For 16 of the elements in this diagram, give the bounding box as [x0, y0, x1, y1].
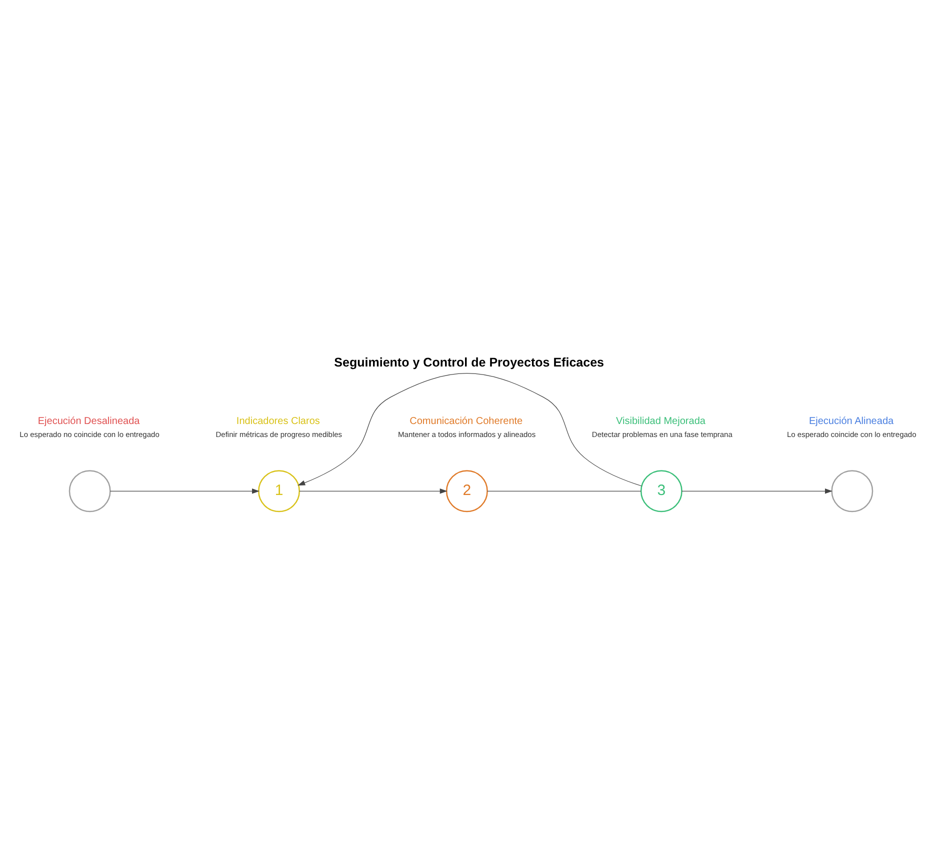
arrow	[298, 372, 642, 486]
node-label: Ejecución Desalineada	[38, 416, 140, 427]
connector	[487, 490, 642, 492]
diagram-title: Seguimiento y Control de Proyectos Eficaces	[334, 355, 604, 370]
arrow	[299, 488, 448, 494]
node-circle	[68, 470, 111, 512]
node-circle: 1	[258, 470, 300, 512]
node-label: Indicadores Claros	[236, 416, 320, 427]
node-label: Comunicación Coherente	[410, 416, 523, 427]
node-label: Ejecución Alineada	[808, 416, 894, 427]
arrow	[110, 488, 260, 494]
node-circle: 3	[640, 470, 682, 512]
arrow	[681, 488, 832, 494]
node-label: Visibilidad Mejorada	[616, 416, 706, 427]
node-circle: 2	[446, 470, 488, 512]
node-circle	[831, 470, 874, 512]
